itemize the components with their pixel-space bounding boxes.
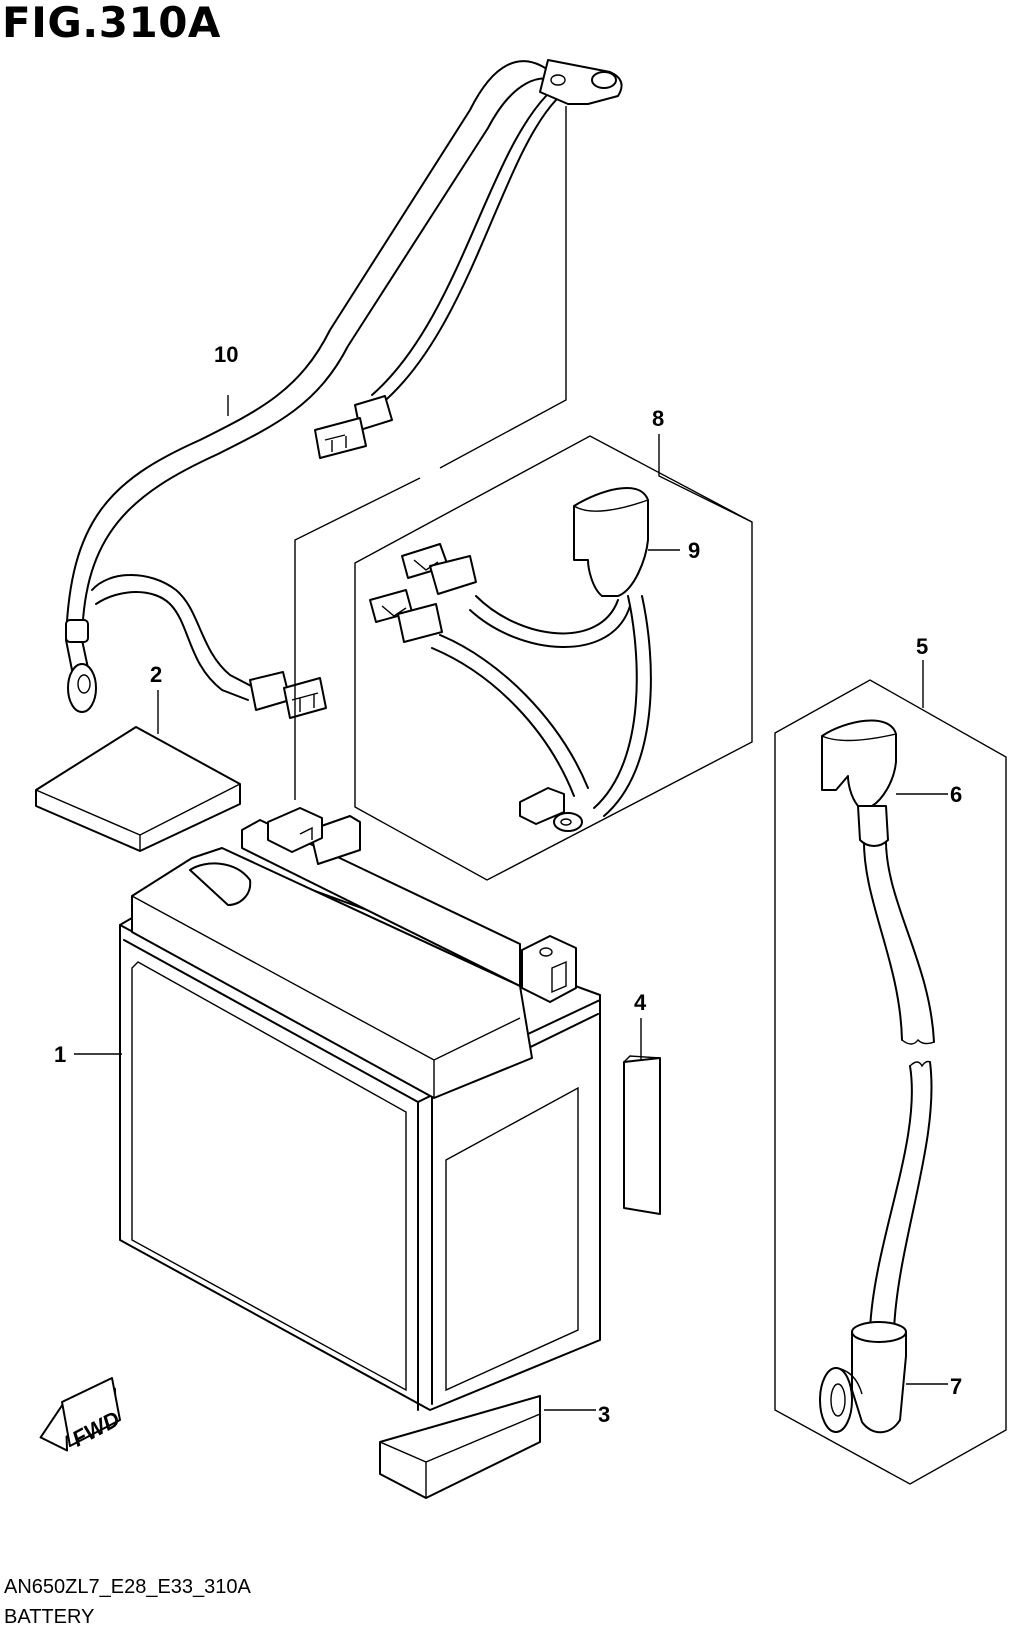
cable-set-part-8[interactable] — [369, 487, 652, 832]
cable-set-part-5[interactable] — [819, 719, 935, 1434]
callout-1: 1 — [54, 1042, 66, 1067]
model-code: AN650ZL7_E28_E33_310A — [4, 1576, 251, 1598]
callout-7: 7 — [950, 1374, 962, 1399]
callout-labels: 10 2 1 4 3 8 9 5 6 7 — [54, 342, 962, 1427]
cable-set-part-5-box — [774, 679, 1007, 1485]
battery-part-1[interactable] — [119, 807, 601, 1411]
callout-5: 5 — [916, 634, 928, 659]
figure-title: FIG.310A — [2, 0, 221, 47]
callout-10: 10 — [214, 342, 238, 367]
callout-2: 2 — [150, 662, 162, 687]
cable-set-part-8-box — [294, 106, 753, 881]
callout-4: 4 — [634, 990, 647, 1015]
callout-3: 3 — [598, 1402, 610, 1427]
pad-part-3[interactable] — [379, 1395, 541, 1499]
fwd-arrow-icon: FWD — [39, 1377, 124, 1452]
pad-part-2[interactable] — [35, 726, 241, 852]
callout-6: 6 — [950, 782, 962, 807]
harness-part-10[interactable] — [65, 59, 623, 719]
callout-9: 9 — [688, 538, 700, 563]
section-name: BATTERY — [4, 1606, 95, 1628]
callout-8: 8 — [652, 406, 664, 431]
leader-lines — [74, 395, 948, 1411]
pad-part-4[interactable] — [623, 1055, 661, 1215]
